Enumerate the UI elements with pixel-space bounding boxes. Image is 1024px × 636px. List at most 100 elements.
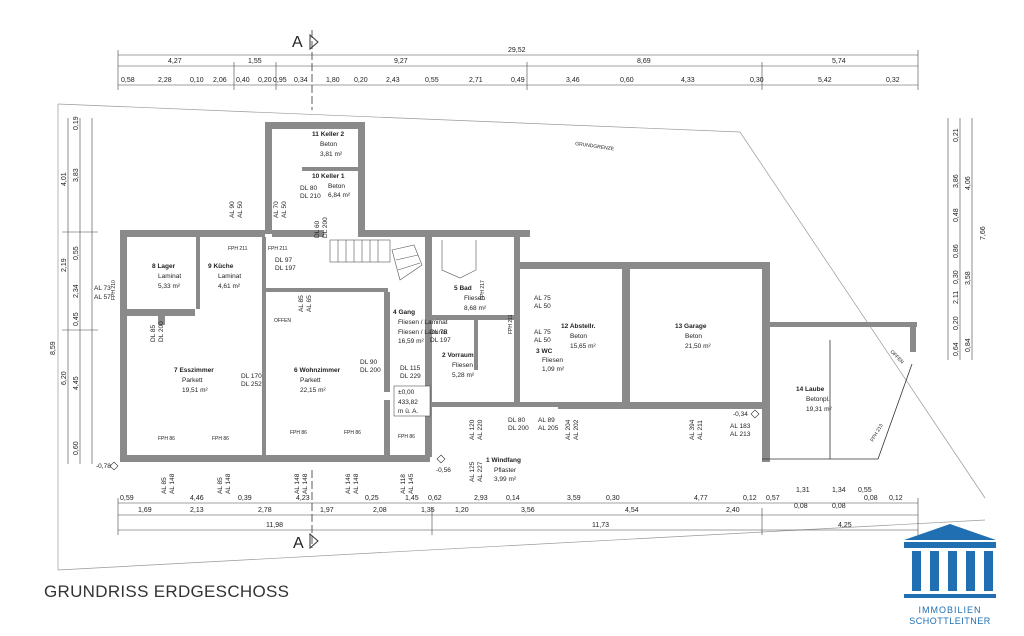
svg-text:FPH 211: FPH 211 (508, 314, 514, 334)
svg-text:2,28: 2,28 (158, 77, 172, 84)
svg-text:0,39: 0,39 (238, 495, 252, 502)
svg-text:AL 50: AL 50 (237, 201, 244, 218)
svg-text:3,59: 3,59 (567, 495, 581, 502)
svg-text:0,48: 0,48 (953, 208, 960, 222)
svg-text:4,06: 4,06 (965, 176, 972, 190)
svg-text:19,31 m²: 19,31 m² (806, 406, 832, 413)
svg-text:0,60: 0,60 (73, 441, 80, 455)
svg-text:433,82: 433,82 (398, 399, 418, 406)
svg-text:AL 213: AL 213 (730, 431, 751, 438)
svg-text:5,28 m²: 5,28 m² (452, 372, 475, 379)
svg-text:A: A (292, 34, 303, 51)
svg-text:11,98: 11,98 (266, 522, 283, 529)
room-label-garage: 13 Garage Beton 21,50 m² (675, 323, 711, 350)
svg-text:13 Garage: 13 Garage (675, 323, 707, 330)
svg-text:Beton: Beton (570, 333, 587, 340)
svg-text:1,20: 1,20 (455, 507, 469, 514)
svg-text:AL 220: AL 220 (477, 419, 484, 440)
svg-text:Parkett: Parkett (300, 377, 321, 384)
svg-text:5,42: 5,42 (818, 77, 832, 84)
svg-text:2,13: 2,13 (190, 507, 204, 514)
svg-text:3,86: 3,86 (953, 174, 960, 188)
left-dims-text: 0,19 3,83 4,01 2,19 0,55 2,34 0,45 6,20 … (50, 116, 80, 455)
svg-text:AL 85: AL 85 (298, 295, 305, 312)
room-label-keller-1: 10 Keller 1 Beton 6,84 m² (312, 173, 351, 199)
svg-text:AL 148: AL 148 (225, 473, 232, 494)
svg-text:DL 75: DL 75 (430, 329, 447, 336)
level-markers: -0,78 -0,56 -0,34 ±0,00 433,82 m ü. A. (96, 385, 760, 474)
svg-text:4,33: 4,33 (681, 77, 695, 84)
svg-text:2,06: 2,06 (213, 77, 227, 84)
bottom-row3: 11,98 11,73 4,25 (266, 522, 852, 529)
right-dims-text: 0,21 3,86 4,06 0,48 0,86 3,58 0,30 2,11 … (953, 128, 987, 356)
room-label-windfang: 1 Windfang Pflaster 3,99 m² (486, 457, 521, 483)
svg-text:3,58: 3,58 (965, 271, 972, 285)
svg-text:0,30: 0,30 (606, 495, 620, 502)
svg-text:DL 200: DL 200 (322, 217, 329, 238)
svg-text:FPH 86: FPH 86 (212, 436, 229, 442)
svg-text:AL 89: AL 89 (538, 417, 555, 424)
svg-text:0,20: 0,20 (258, 77, 272, 84)
svg-text:Betonpl.: Betonpl. (806, 396, 830, 403)
boundary-label: GRUNDGRENZE (575, 141, 615, 152)
svg-text:AL 227: AL 227 (477, 461, 484, 482)
svg-text:5,74: 5,74 (832, 58, 846, 65)
svg-text:2,43: 2,43 (386, 77, 400, 84)
svg-text:0,14: 0,14 (506, 495, 520, 502)
svg-text:0,45: 0,45 (73, 312, 80, 326)
svg-text:0,55: 0,55 (858, 487, 872, 494)
svg-text:AL 204: AL 204 (565, 419, 572, 440)
right-dimensions (947, 118, 973, 360)
svg-text:6,84 m²: 6,84 m² (328, 192, 351, 199)
svg-text:10 Keller 1: 10 Keller 1 (312, 173, 345, 180)
svg-text:3,81 m²: 3,81 m² (320, 151, 343, 158)
svg-text:0,49: 0,49 (511, 77, 525, 84)
svg-text:6 Wohnzimmer: 6 Wohnzimmer (294, 367, 341, 374)
svg-text:AL 125: AL 125 (469, 461, 476, 482)
svg-text:AL 90: AL 90 (229, 201, 236, 218)
svg-text:AL 85: AL 85 (217, 477, 224, 494)
svg-text:4,61 m²: 4,61 m² (218, 283, 241, 290)
svg-text:DL 229: DL 229 (400, 373, 421, 380)
section-marker-bottom: A (293, 470, 319, 552)
svg-text:3,56: 3,56 (521, 507, 535, 514)
svg-text:Fliesen: Fliesen (542, 357, 563, 364)
svg-text:FPH 86: FPH 86 (158, 436, 175, 442)
room-label-esszimmer: 7 Esszimmer Parkett 19,51 m² (174, 367, 214, 394)
svg-text:0,21: 0,21 (953, 128, 960, 142)
svg-text:0,34: 0,34 (294, 77, 308, 84)
svg-text:FPH 210: FPH 210 (111, 280, 117, 300)
opening-labels: AL 73 AL 57 DL 97 DL 197 DL 80 DL 210 DL… (94, 185, 751, 494)
svg-text:7,66: 7,66 (980, 226, 987, 240)
svg-text:5 Bad: 5 Bad (454, 285, 472, 292)
svg-text:1,31: 1,31 (796, 487, 810, 494)
svg-text:IMMOBILIEN: IMMOBILIEN (918, 605, 981, 615)
svg-text:6,20: 6,20 (61, 371, 68, 385)
room-label-wohnzimmer: 6 Wohnzimmer Parkett 22,15 m² (294, 367, 341, 394)
svg-text:0,84: 0,84 (965, 338, 972, 352)
company-logo: IMMOBILIEN SCHOTTLEITNER (904, 524, 996, 626)
svg-text:0,08: 0,08 (832, 503, 846, 510)
svg-text:1,09 m²: 1,09 m² (542, 366, 565, 373)
svg-text:Beton: Beton (320, 141, 337, 148)
svg-text:DL 115: DL 115 (400, 365, 421, 372)
svg-text:DL 97: DL 97 (275, 257, 292, 264)
svg-text:0,95: 0,95 (273, 77, 287, 84)
room-label-vorraum: 2 Vorraum Fliesen 5,28 m² (442, 352, 475, 379)
svg-text:Fliesen: Fliesen (452, 362, 473, 369)
room-label-kueche: 9 Küche Laminat 4,61 m² (208, 263, 241, 290)
svg-text:FPH 211: FPH 211 (228, 246, 248, 252)
svg-text:AL 202: AL 202 (573, 419, 580, 440)
svg-text:DL 170: DL 170 (241, 373, 262, 380)
top-row3: 0,58 2,28 0,10 2,06 0,40 0,20 0,95 0,34 … (121, 77, 900, 84)
svg-text:2,71: 2,71 (469, 77, 483, 84)
room-label-keller-2: 11 Keller 2 Beton 3,81 m² (312, 131, 345, 158)
svg-text:1,55: 1,55 (248, 58, 262, 65)
svg-text:1,97: 1,97 (320, 507, 334, 514)
svg-text:0,62: 0,62 (428, 495, 442, 502)
svg-text:0,08: 0,08 (794, 503, 808, 510)
svg-text:3,46: 3,46 (566, 77, 580, 84)
svg-text:11,73: 11,73 (592, 522, 609, 529)
svg-text:2,40: 2,40 (726, 507, 740, 514)
